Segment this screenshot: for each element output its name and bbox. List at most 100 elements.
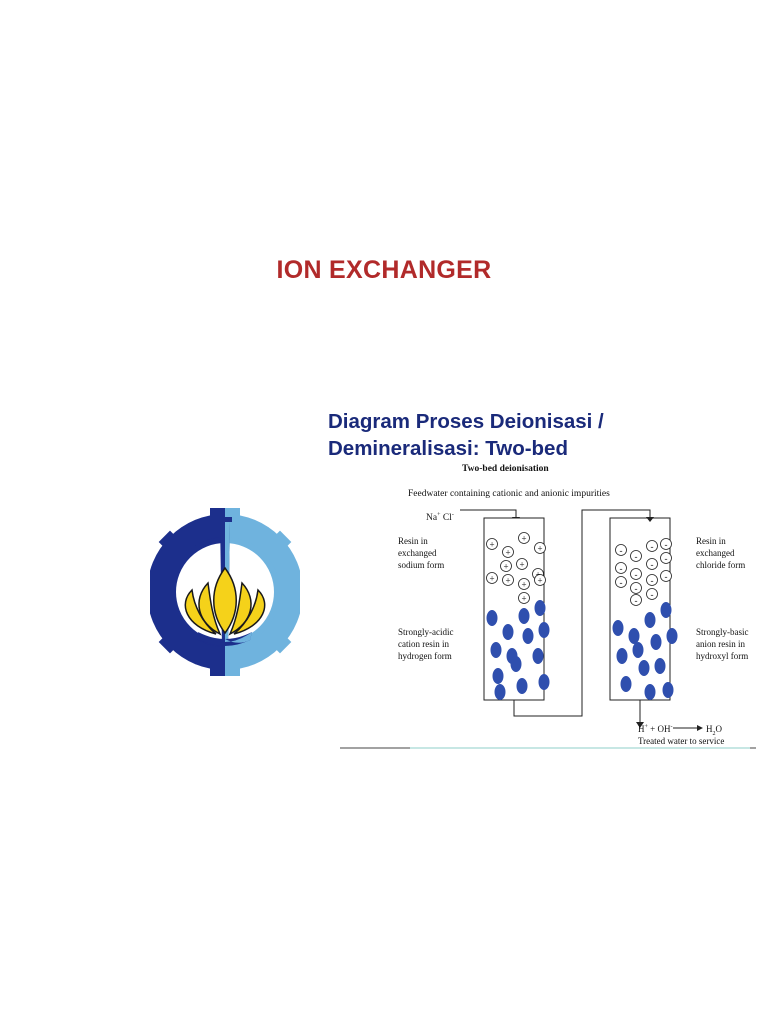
cation-ion-sign: +	[537, 576, 542, 586]
anion-ion-circle	[646, 540, 658, 552]
cation-ion-circle	[518, 532, 530, 544]
svg-text:Strongly-basic: Strongly-basic	[696, 627, 749, 637]
resin-bead	[638, 660, 650, 676]
institution-logo	[150, 508, 300, 676]
diagram-heading-line2: Demineralisasi: Two-bed	[328, 437, 568, 460]
resin-bead	[486, 610, 498, 626]
anion-ion-circle	[615, 544, 627, 556]
resin-bead	[666, 628, 678, 644]
anion-ion-circle	[630, 594, 642, 606]
feedwater-label: Feedwater containing cationic and anioni…	[408, 489, 610, 499]
svg-text:Resin in: Resin in	[696, 536, 726, 546]
svg-text:sodium form: sodium form	[398, 560, 444, 570]
resin-bead	[494, 684, 506, 700]
cation-ions: ++++++++++++	[486, 532, 546, 604]
anion-ion-sign: -	[665, 572, 668, 582]
left-bottom-label: Strongly-acidic cation resin in hydrogen…	[398, 627, 454, 661]
anion-ion-circle	[630, 550, 642, 562]
anion-ion-circle	[615, 576, 627, 588]
anion-ion-circle	[630, 568, 642, 580]
svg-text:chloride form: chloride form	[696, 560, 745, 570]
cation-ion-circle	[534, 574, 546, 586]
resin-bead	[502, 624, 514, 640]
resin-bead	[518, 608, 530, 624]
cation-ion-sign: +	[489, 574, 494, 584]
diagram-subtitle: Two-bed deionisation	[462, 464, 549, 474]
inlet-pipe	[460, 509, 517, 520]
svg-text:exchanged: exchanged	[696, 548, 735, 558]
inlet-ions: Na+ Cl-	[426, 512, 454, 523]
cation-ion-sign: +	[505, 576, 510, 586]
cation-ion-circle	[516, 558, 528, 570]
resin-beads	[486, 600, 678, 700]
diagram-heading: Diagram Proses Deionisasi / Demineralisa…	[328, 408, 604, 462]
anion-ion-sign: -	[620, 578, 623, 588]
resin-bead	[538, 674, 550, 690]
anion-ion-sign: -	[635, 552, 638, 562]
cation-ion-sign: +	[537, 544, 542, 554]
resin-bead	[644, 684, 656, 700]
cation-ion-sign: +	[519, 560, 524, 570]
cation-ion-circle	[500, 560, 512, 572]
resin-bead	[492, 668, 504, 684]
cation-ion-sign: +	[521, 534, 526, 544]
resin-bead	[616, 648, 628, 664]
anion-ion-sign: -	[651, 542, 654, 552]
anion-ion-sign: -	[635, 584, 638, 594]
cation-ion-circle	[502, 574, 514, 586]
cation-ion-circle	[486, 538, 498, 550]
anion-ion-circle	[646, 558, 658, 570]
lotus-icon	[184, 566, 266, 646]
resin-bead	[490, 642, 502, 658]
output-label: Treated water to service	[638, 736, 724, 746]
resin-bead	[516, 678, 528, 694]
svg-text:exchanged: exchanged	[398, 548, 437, 558]
anion-ion-sign: -	[665, 540, 668, 550]
resin-bead	[628, 628, 640, 644]
output-water: H2O	[706, 724, 723, 737]
anion-ion-circle	[615, 562, 627, 574]
svg-text:anion resin in: anion resin in	[696, 639, 745, 649]
resin-bead	[632, 642, 644, 658]
anion-ion-circle	[646, 588, 658, 600]
resin-bead	[522, 628, 534, 644]
anion-ion-circle	[660, 538, 672, 550]
cation-ion-sign: +	[503, 562, 508, 572]
cation-ion-circle	[518, 592, 530, 604]
anion-ion-sign: -	[620, 564, 623, 574]
slide-title: ION EXCHANGER	[276, 256, 492, 284]
anion-ion-sign: -	[635, 570, 638, 580]
cation-ion-circle	[534, 542, 546, 554]
cation-ion-sign: +	[505, 548, 510, 558]
anion-ions: --------------	[615, 538, 672, 606]
svg-text:Strongly-acidic: Strongly-acidic	[398, 627, 454, 637]
resin-bead	[534, 600, 546, 616]
resin-bead	[538, 622, 550, 638]
resin-bead	[510, 656, 522, 672]
anion-ion-sign: -	[665, 554, 668, 564]
connecting-pipe	[513, 509, 651, 717]
resin-bead	[660, 602, 672, 618]
svg-text:cation resin in: cation resin in	[398, 639, 449, 649]
output-equation: H+ + OH-	[638, 724, 672, 734]
cation-ion-sign: +	[489, 540, 494, 550]
two-bed-diagram: Two-bed deionisation Feedwater containin…	[340, 464, 756, 749]
anion-ion-circle	[660, 570, 672, 582]
anion-ion-circle	[660, 552, 672, 564]
svg-text:Resin in: Resin in	[398, 536, 428, 546]
cation-ion-circle	[486, 572, 498, 584]
anion-ion-sign: -	[620, 546, 623, 556]
anion-ion-circle	[630, 582, 642, 594]
right-bottom-label: Strongly-basic anion resin in hydroxyl f…	[696, 627, 749, 661]
right-top-label: Resin in exchanged chloride form	[696, 536, 745, 570]
diagram-heading-line1: Diagram Proses Deionisasi /	[328, 410, 604, 433]
anion-ion-sign: -	[651, 576, 654, 586]
resin-bead	[654, 658, 666, 674]
cation-ion-sign: +	[521, 594, 526, 604]
svg-text:hydroxyl form: hydroxyl form	[696, 651, 748, 661]
anion-ion-sign: -	[635, 596, 638, 606]
cation-ion-circle	[502, 546, 514, 558]
anion-ion-sign: -	[651, 590, 654, 600]
left-top-label: Resin in exchanged sodium form	[398, 536, 444, 570]
